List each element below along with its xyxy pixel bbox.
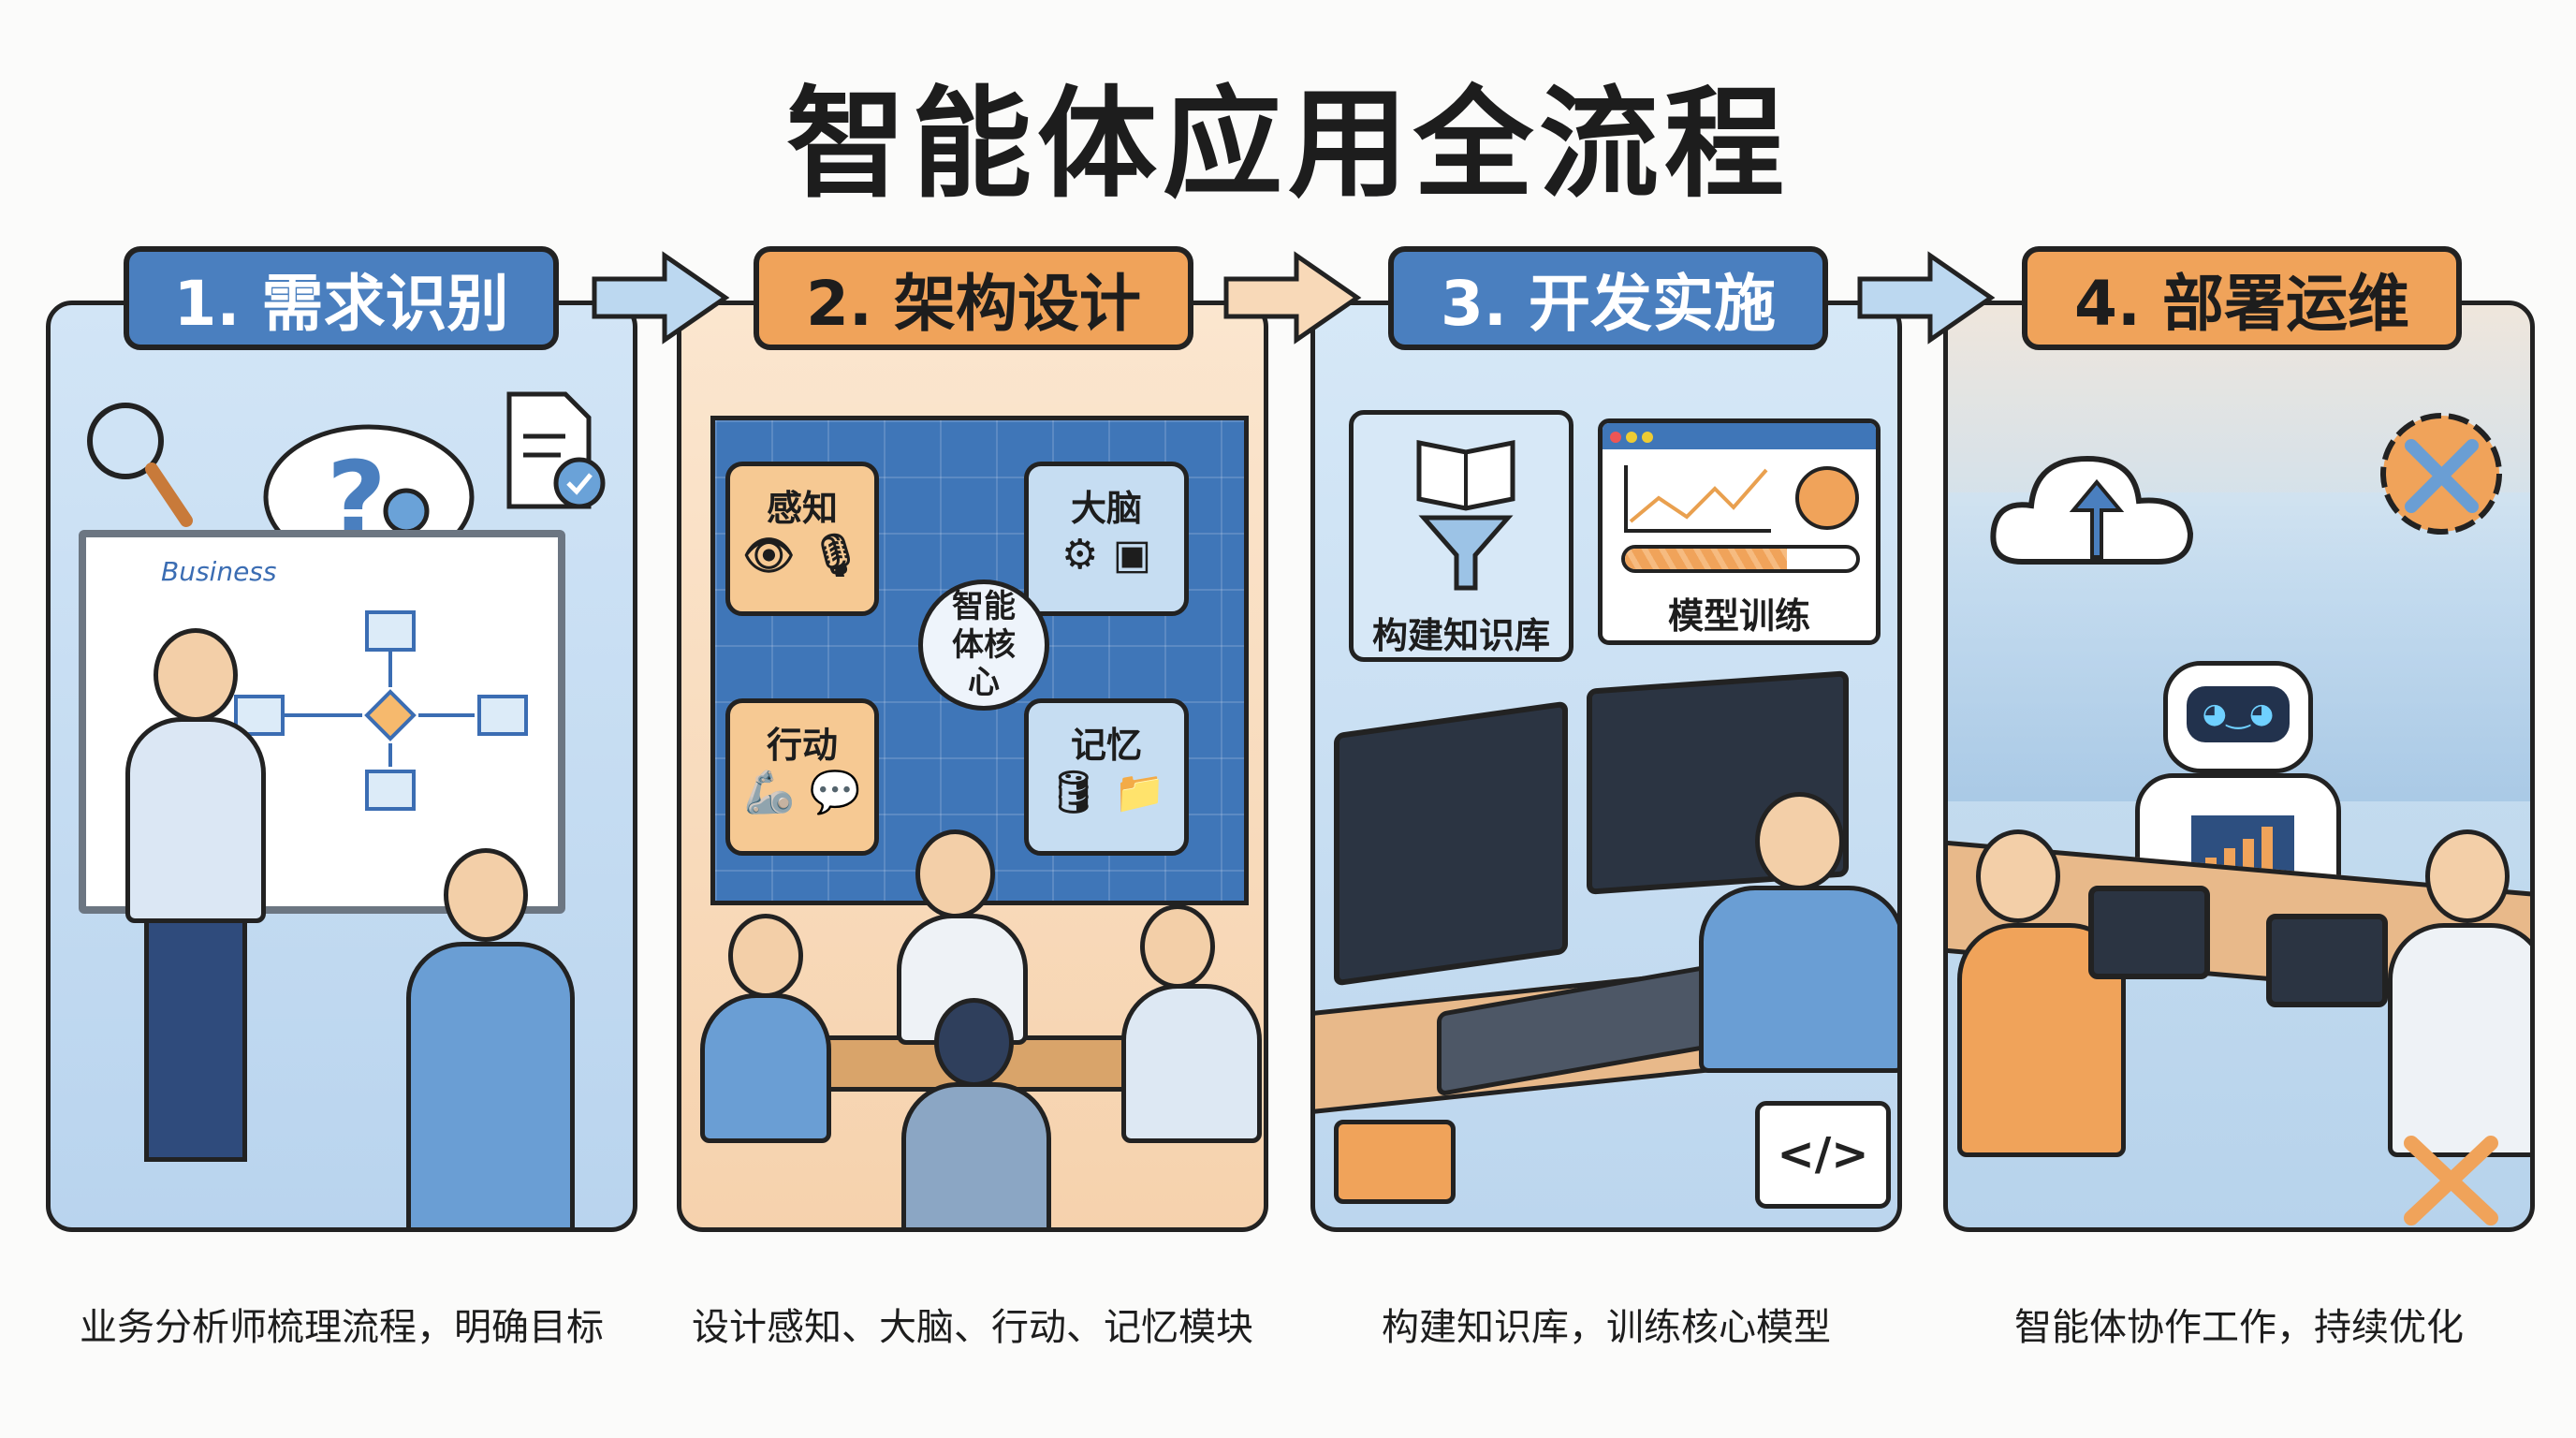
arrow-right-icon [1223, 251, 1362, 345]
man-head [2425, 829, 2510, 923]
robot-arm-chat-icon: 🦾 💬 [743, 769, 861, 816]
business-analyst [125, 717, 266, 923]
training-progress-fill [1625, 549, 1787, 569]
analyst-head [154, 628, 238, 722]
woman [700, 993, 831, 1143]
stage-1-caption: 业务分析师梳理流程，明确目标 [80, 1306, 604, 1349]
back-head [934, 998, 1014, 1087]
arrow-right-icon [1857, 251, 1996, 345]
stage-2-panel: 感知👁 🎙 大脑⚙ ▣ 行动🦾 💬 记忆🛢 📁 智能体核心 [677, 301, 1268, 1232]
man [1121, 984, 1262, 1143]
book-funnel-icon [1416, 439, 1515, 591]
colleague [406, 942, 575, 1227]
module-label: 感知 [766, 488, 838, 529]
line-chart-icon [1624, 465, 1859, 533]
module-label: 行动 [766, 725, 838, 766]
stage-2-caption: 设计感知、大脑、行动、记忆模块 [692, 1306, 1253, 1349]
close-dot-icon [1610, 432, 1621, 443]
module-brain: 大脑⚙ ▣ [1024, 462, 1189, 616]
stage-3-header: 3. 开发实施 [1388, 246, 1828, 350]
toolbox-icon [1334, 1120, 1456, 1204]
maximize-dot-icon [1642, 432, 1654, 443]
module-label: 大脑 [1070, 488, 1142, 529]
colleague-head [444, 848, 528, 942]
module-perception: 感知👁 🎙 [725, 462, 879, 616]
stage-1-header: 1. 需求识别 [124, 246, 559, 350]
module-action: 行动🦾 💬 [725, 698, 879, 856]
training-progress-bar [1621, 545, 1860, 573]
stage-4-panel: ◕‿◕ [1943, 301, 2535, 1232]
robot-face-icon: ◕‿◕ [2187, 686, 2290, 742]
man-head [1140, 904, 1215, 989]
page-title: 智能体应用全流程 [785, 75, 1790, 214]
gear-wrench-icon [2380, 413, 2502, 535]
woman-head [728, 914, 803, 998]
back-person [901, 1082, 1051, 1227]
laptop-right [2266, 914, 2388, 1007]
flowchart-icon [234, 610, 528, 811]
tools-icon [2404, 1136, 2498, 1225]
callout-label: 模型训练 [1667, 595, 1810, 637]
stage-3-caption: 构建知识库，训练核心模型 [1382, 1306, 1831, 1349]
magnifier-icon [87, 403, 193, 527]
stage-4-header: 4. 部署运维 [2022, 246, 2462, 350]
cloud-upload-icon [1990, 455, 2194, 565]
minimize-dot-icon [1626, 432, 1638, 443]
arrow-right-icon [592, 251, 730, 345]
stage-4-caption: 智能体协作工作，持续优化 [2014, 1306, 2464, 1349]
window-titlebar [1603, 423, 1876, 449]
stage-2-header: 2. 架构设计 [754, 246, 1193, 350]
presenter-head [915, 829, 995, 918]
database-folder-icon: 🛢 📁 [1047, 769, 1165, 816]
eye-mic-icon: 👁 🎙 [742, 532, 862, 580]
monitor-left [1334, 700, 1568, 987]
agent-core: 智能体核心 [918, 580, 1049, 711]
stage-3-panel: 构建知识库 模型训练 </> [1310, 301, 1902, 1232]
model-training-window: 模型训练 [1598, 418, 1881, 645]
gear-chip-icon: ⚙ ▣ [1061, 531, 1152, 579]
developer [1699, 886, 1897, 1073]
developer-head [1755, 792, 1844, 890]
analyst-legs [144, 918, 247, 1162]
laptop-left [2088, 886, 2210, 979]
whiteboard-text: Business [161, 556, 277, 587]
robot-head: ◕‿◕ [2163, 661, 2313, 773]
module-memory: 记忆🛢 📁 [1024, 698, 1189, 856]
module-label: 记忆 [1070, 725, 1142, 766]
code-window-icon: </> [1755, 1101, 1891, 1209]
stage-1-panel: ? Business [46, 301, 637, 1232]
man [2388, 923, 2530, 1157]
document-check-icon [506, 391, 606, 509]
woman-head [1976, 829, 2060, 923]
callout-label: 构建知识库 [1371, 615, 1550, 656]
knowledge-base-callout: 构建知识库 [1349, 410, 1573, 662]
